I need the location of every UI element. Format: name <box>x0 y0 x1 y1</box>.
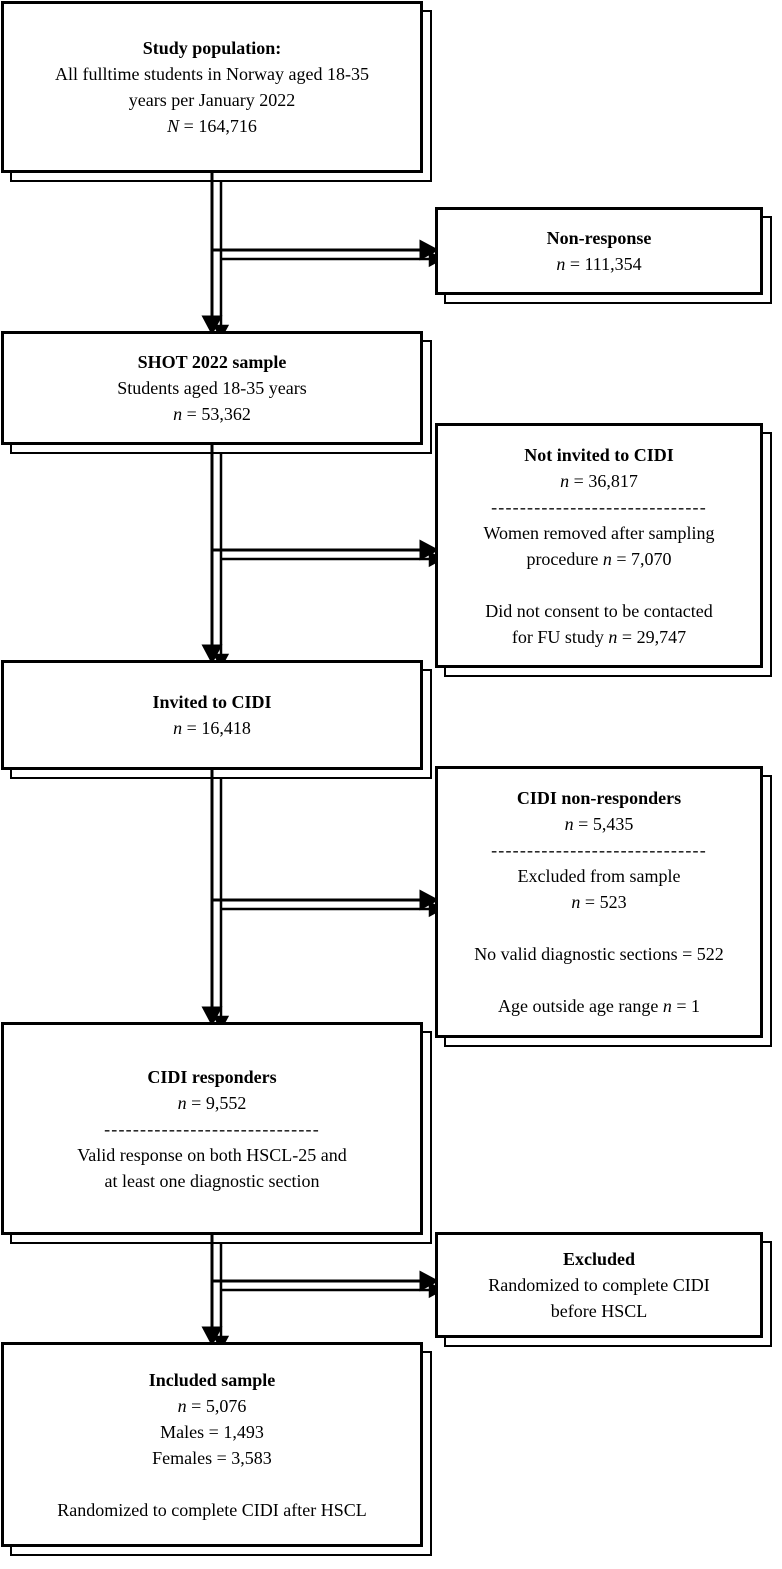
box-title: SHOT 2022 sample <box>137 352 287 372</box>
dashed-separator: ------------------------------ <box>491 496 707 517</box>
arrowhead-invited-to-responders <box>201 1006 223 1027</box>
box-line: n = 9,552 <box>177 1092 247 1113</box>
box-line: Age outside age range n = 1 <box>497 996 701 1016</box>
box-line: n = 16,418 <box>173 718 251 738</box>
box-title: Study population: <box>142 38 282 58</box>
box-included-sample-body: Included sample n = 5,076 Males = 1,493 … <box>1 1342 423 1547</box>
box-invited-to-cidi: Invited to CIDI n = 16,418 <box>1 660 432 779</box>
box-line: All fulltime students in Norway aged 18-… <box>55 64 369 84</box>
shadow-arrows <box>212 182 444 1351</box>
dashed-separator: ------------------------------ <box>491 840 707 860</box>
box-line <box>10 1471 414 1497</box>
box-cidi-responders: CIDI responders n = 9,552 --------------… <box>1 1022 432 1244</box>
box-line: n = 5,076 <box>177 1395 247 1416</box>
box-title: CIDI responders <box>147 1066 277 1087</box>
box-line: n = 111,354 <box>556 254 642 274</box>
box-line <box>444 572 754 598</box>
box-non-response-body: Non-response n = 111,354 <box>435 207 763 295</box>
box-line: before HSCL <box>550 1301 648 1321</box>
box-line: Students aged 18-35 years <box>117 378 307 398</box>
box-title: Included sample <box>148 1369 276 1390</box>
box-line: n = 53,362 <box>173 404 251 424</box>
box-study-population-body: Study population: All fulltime students … <box>1 1 423 173</box>
box-line: No valid diagnostic sections = 522 <box>474 944 724 964</box>
arrowhead-to-non-response <box>419 239 440 261</box>
box-line: Randomized to complete CIDI <box>488 1275 710 1295</box>
box-line: Excluded from sample <box>517 866 681 886</box>
box-line <box>444 967 754 993</box>
box-line: n = 523 <box>571 892 627 912</box>
box-included-sample: Included sample n = 5,076 Males = 1,493 … <box>1 1342 432 1556</box>
box-line: for FU study n = 29,747 <box>511 626 687 647</box>
box-study-population: Study population: All fulltime students … <box>1 1 432 182</box>
box-invited-to-cidi-body: Invited to CIDI n = 16,418 <box>1 660 423 770</box>
box-shot-2022-sample: SHOT 2022 sample Students aged 18-35 yea… <box>1 331 432 454</box>
box-line: Valid response on both HSCL-25 and <box>77 1144 347 1165</box>
box-title: Invited to CIDI <box>152 692 272 712</box>
box-title: Not invited to CIDI <box>524 444 674 465</box>
box-title: CIDI non-responders <box>516 788 682 808</box>
box-non-response: Non-response n = 111,354 <box>435 207 772 304</box>
box-cidi-non-responders: CIDI non-responders n = 5,435 ----------… <box>435 766 772 1047</box>
arrowhead-to-excluded <box>419 1270 440 1292</box>
arrowhead-study-to-shot <box>201 315 223 336</box>
arrowhead-to-not-invited <box>419 539 440 561</box>
box-line: Did not consent to be contacted <box>485 600 713 621</box>
box-line: N = 164,716 <box>167 116 257 136</box>
box-not-invited-to-cidi: Not invited to CIDI n = 36,817 ---------… <box>435 423 772 677</box>
box-line: n = 5,435 <box>564 814 634 834</box>
box-line <box>444 915 754 941</box>
box-line: at least one diagnostic section <box>104 1170 320 1191</box>
box-cidi-non-responders-body: CIDI non-responders n = 5,435 ----------… <box>435 766 763 1038</box>
box-line: Females = 3,583 <box>152 1447 272 1468</box>
box-line: Women removed after sampling <box>483 522 715 543</box>
box-cidi-responders-body: CIDI responders n = 9,552 --------------… <box>1 1022 423 1235</box>
box-line: procedure n = 7,070 <box>526 548 672 569</box>
arrowhead-responders-to-included <box>201 1326 223 1347</box>
box-title: Non-response <box>546 228 652 248</box>
dashed-separator: ------------------------------ <box>104 1118 320 1139</box>
box-shot-2022-sample-body: SHOT 2022 sample Students aged 18-35 yea… <box>1 331 423 445</box>
arrowhead-to-cidi-non-responders <box>419 889 440 911</box>
box-line: Randomized to complete CIDI after HSCL <box>57 1499 367 1520</box>
box-title: Excluded <box>562 1249 636 1269</box>
box-line: n = 36,817 <box>560 470 638 491</box>
box-line: years per January 2022 <box>128 90 296 110</box>
box-excluded-body: Excluded Randomized to complete CIDI bef… <box>435 1232 763 1338</box>
box-not-invited-to-cidi-body: Not invited to CIDI n = 36,817 ---------… <box>435 423 763 668</box>
box-excluded: Excluded Randomized to complete CIDI bef… <box>435 1232 772 1347</box>
box-line: Males = 1,493 <box>160 1421 264 1442</box>
arrowhead-shot-to-invited <box>201 644 223 665</box>
main-arrows <box>201 173 440 1347</box>
